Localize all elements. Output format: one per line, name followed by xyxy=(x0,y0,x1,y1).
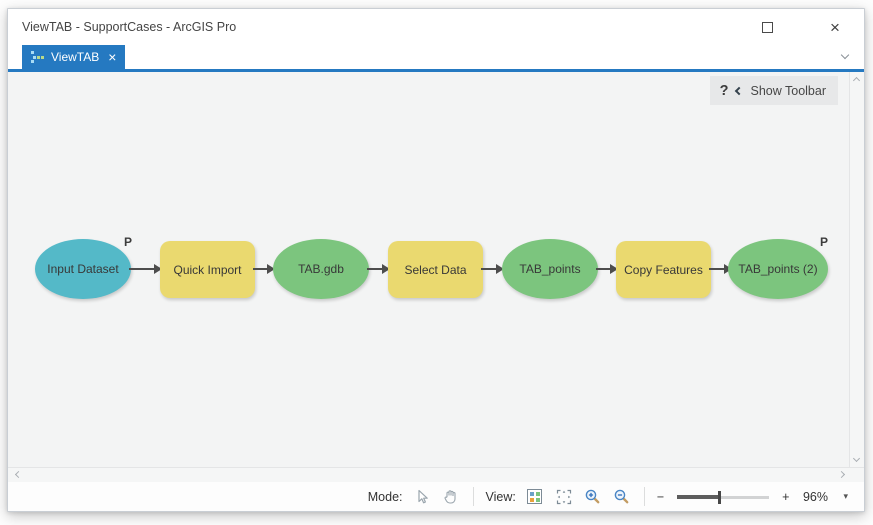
connector-arrow xyxy=(367,264,390,274)
view-label: View: xyxy=(485,489,516,504)
mode-label: Mode: xyxy=(367,489,403,504)
model-node-select-data[interactable]: Select Data xyxy=(388,241,483,298)
close-button[interactable]: × xyxy=(830,17,840,37)
model-node-tab-gdb[interactable]: TAB.gdb xyxy=(273,239,369,299)
auto-layout-button[interactable] xyxy=(525,487,545,507)
chevron-left-icon xyxy=(735,86,744,95)
fit-extent-icon xyxy=(556,489,571,504)
scroll-down-icon[interactable] xyxy=(852,454,861,463)
tab-label: ViewTAB xyxy=(51,50,100,64)
model-node-tab-points-2[interactable]: TAB_points (2) xyxy=(728,239,828,299)
status-bar: Mode: View: xyxy=(8,482,864,511)
divider xyxy=(643,487,645,506)
scroll-right-icon[interactable] xyxy=(837,470,846,479)
model-node-tab-points[interactable]: TAB_points xyxy=(502,239,598,299)
node-label: Input Dataset xyxy=(47,262,119,276)
horizontal-scrollbar[interactable] xyxy=(8,467,864,482)
model-node-input-dataset[interactable]: Input Dataset xyxy=(35,239,131,299)
model-canvas[interactable]: ? Show Toolbar Input Dataset P Quick Imp… xyxy=(8,72,864,467)
connector-arrow xyxy=(709,264,732,274)
connector-arrow xyxy=(481,264,504,274)
zoom-dropdown-caret[interactable]: ▾ xyxy=(843,491,848,501)
title-bar: ViewTAB - SupportCases - ArcGIS Pro × xyxy=(8,9,864,45)
zoom-in-button[interactable] xyxy=(583,487,603,507)
parameter-badge: P xyxy=(124,235,133,249)
scroll-up-icon[interactable] xyxy=(852,76,861,85)
node-label: TAB_points (2) xyxy=(738,262,818,276)
node-label: TAB_points xyxy=(519,262,581,276)
connector-arrow xyxy=(596,264,618,274)
show-toolbar-label: Show Toolbar xyxy=(750,83,826,98)
slider-fill xyxy=(677,495,719,499)
maximize-icon xyxy=(761,21,773,33)
zoom-slider[interactable] xyxy=(677,489,770,505)
model-node-copy-features[interactable]: Copy Features xyxy=(616,241,711,298)
zoom-out-button[interactable] xyxy=(612,487,632,507)
slider-handle[interactable] xyxy=(717,490,721,504)
pan-mode-button[interactable] xyxy=(441,487,461,507)
tab-close-icon[interactable]: × xyxy=(108,49,117,65)
tab-viewtab[interactable]: ViewTAB × xyxy=(22,45,126,69)
window-title: ViewTAB - SupportCases - ArcGIS Pro xyxy=(22,20,237,34)
scroll-left-icon[interactable] xyxy=(14,470,23,479)
model-node-quick-import[interactable]: Quick Import xyxy=(160,241,255,298)
zoom-increase-label[interactable]: + xyxy=(782,489,790,504)
node-label: Quick Import xyxy=(173,262,242,277)
parameter-badge: P xyxy=(820,235,829,249)
fit-to-window-button[interactable] xyxy=(554,487,574,507)
slider-track xyxy=(677,495,770,499)
cursor-icon xyxy=(417,489,428,503)
node-label: TAB.gdb xyxy=(298,262,344,276)
help-icon[interactable]: ? xyxy=(719,82,729,99)
zoom-out-icon xyxy=(615,489,629,504)
divider xyxy=(472,487,474,506)
tab-accent-line xyxy=(8,69,864,72)
node-label: Copy Features xyxy=(624,262,703,277)
vertical-scrollbar[interactable] xyxy=(849,72,864,467)
tab-list-dropdown[interactable] xyxy=(840,45,850,63)
zoom-decrease-label[interactable]: − xyxy=(656,489,665,504)
connector-arrow xyxy=(129,264,162,274)
auto-layout-icon xyxy=(527,489,543,504)
modelbuilder-icon xyxy=(31,51,44,63)
maximize-button[interactable] xyxy=(754,16,780,38)
chevron-down-icon xyxy=(840,50,850,60)
show-toolbar-button[interactable]: ? Show Toolbar xyxy=(709,76,838,105)
tab-strip: ViewTAB × xyxy=(8,45,864,69)
connector-arrow xyxy=(253,264,275,274)
zoom-in-icon xyxy=(586,489,600,504)
modelbuilder-window: ViewTAB - SupportCases - ArcGIS Pro × Vi… xyxy=(7,8,865,512)
zoom-percentage[interactable]: 96% xyxy=(802,489,828,504)
hand-icon xyxy=(444,490,456,504)
select-mode-button[interactable] xyxy=(412,487,432,507)
node-label: Select Data xyxy=(404,262,467,277)
